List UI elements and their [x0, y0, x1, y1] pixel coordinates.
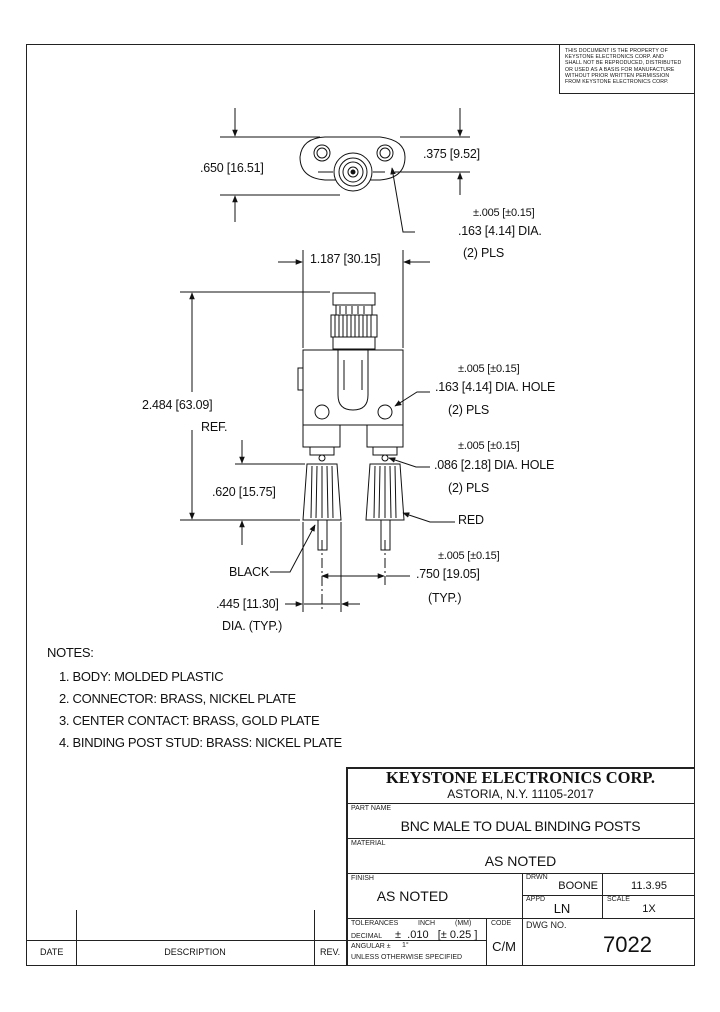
dim-tolerance: ±.005 [±0.15] — [438, 550, 500, 562]
note-item: 2. CONNECTOR: BRASS, NICKEL PLATE — [59, 691, 296, 706]
dim-tolerance: ±.005 [±0.15] — [458, 363, 520, 375]
notice-line: KEYSTONE ELECTRONICS CORP. AND — [565, 54, 664, 61]
dwg-number: 7022 — [603, 932, 652, 957]
notes-heading: NOTES: — [47, 645, 94, 660]
finish-label: FINISH — [351, 875, 374, 882]
mm-label: (MM) — [455, 920, 472, 927]
dim-tolerance: ±.005 [±0.15] — [458, 440, 520, 452]
dim-ref: REF. — [201, 420, 228, 434]
dim-mount-hole: .163 [4.14] DIA. — [458, 224, 542, 238]
dim-overall-height: 2.484 [63.09] — [142, 398, 213, 412]
decimal-label: DECIMAL — [351, 933, 383, 940]
dim-post-diameter: .445 [11.30] — [216, 597, 279, 611]
note-item: 1. BODY: MOLDED PLASTIC — [59, 669, 224, 684]
approved-label: APPD — [526, 896, 546, 903]
label-black: BLACK — [229, 565, 269, 579]
dim-quantity: (2) PLS — [463, 246, 504, 260]
dim-width: 1.187 [30.15] — [310, 252, 381, 266]
dim-tolerance: ±.005 [±0.15] — [473, 207, 535, 219]
decimal-tolerance: ± .010 [± 0.25 ] — [395, 929, 478, 941]
dwg-number-label: DWG NO. — [526, 920, 567, 930]
dim-quantity: (2) PLS — [448, 481, 489, 495]
front-view — [180, 250, 455, 612]
code-value: C/M — [492, 939, 516, 954]
approved-by: LN — [553, 901, 571, 916]
revision-rev-label: REV. — [320, 947, 341, 957]
tolerances-label: TOLERANCES — [351, 920, 399, 927]
drawn-date: 11.3.95 — [631, 880, 667, 892]
label-red: RED — [458, 513, 484, 527]
dim-body-hole: .163 [4.14] DIA. HOLE — [435, 380, 556, 394]
revision-date-label: DATE — [40, 947, 64, 957]
notice-line: FROM KEYSTONE ELECTRONICS CORP. — [565, 79, 669, 86]
material-value: AS NOTED — [484, 853, 557, 869]
note-item: 3. CENTER CONTACT: BRASS, GOLD PLATE — [59, 713, 320, 728]
company-name: KEYSTONE ELECTRONICS CORP. — [385, 768, 656, 787]
dim-post-height: .620 [15.75] — [212, 485, 276, 499]
material-label: MATERIAL — [351, 840, 386, 847]
dim-small-hole: .086 [2.18] DIA. HOLE — [434, 458, 555, 472]
dim-typ: (TYP.) — [428, 591, 462, 605]
angular-tolerance: 1° — [402, 942, 409, 949]
notice-line: THIS DOCUMENT IS THE PROPERTY OF — [565, 48, 668, 54]
company-address: ASTORIA, N.Y. 11105-2017 — [447, 787, 594, 801]
inch-label: INCH — [418, 920, 436, 927]
notice-line: SHALL NOT BE REPRODUCED, DISTRIBUTED — [565, 60, 682, 67]
dim-offset-top: .375 [9.52] — [423, 147, 480, 161]
part-name: BNC MALE TO DUAL BINDING POSTS — [400, 818, 641, 834]
angular-label: ANGULAR ± — [351, 943, 391, 950]
scale-value: 1X — [642, 903, 656, 915]
drawing-frame — [26, 44, 695, 966]
unless-specified: UNLESS OTHERWISE SPECIFIED — [351, 954, 463, 961]
drawn-by-label: DRWN — [526, 874, 548, 881]
dim-height-top: .650 [16.51] — [200, 161, 264, 175]
notice-line: WITHOUT PRIOR WRITTEN PERMISSION — [565, 72, 670, 79]
part-name-label: PART NAME — [351, 805, 392, 812]
notice-line: OR USED AS A BASIS FOR MANUFACTURE — [565, 66, 675, 73]
proprietary-notice: THIS DOCUMENT IS THE PROPERTY OF KEYSTON… — [559, 44, 695, 94]
scale-label: SCALE — [607, 896, 630, 903]
note-item: 4. BINDING POST STUD: BRASS: NICKEL PLAT… — [59, 735, 342, 750]
revision-description-label: DESCRIPTION — [164, 947, 226, 957]
code-label: CODE — [491, 920, 512, 927]
finish-value: AS NOTED — [376, 888, 449, 904]
top-view — [220, 108, 470, 233]
dim-quantity: (2) PLS — [448, 403, 489, 417]
drawn-by: BOONE — [558, 880, 598, 892]
dim-post-diameter-typ: DIA. (TYP.) — [222, 619, 283, 633]
dim-spacing: .750 [19.05] — [416, 567, 480, 581]
